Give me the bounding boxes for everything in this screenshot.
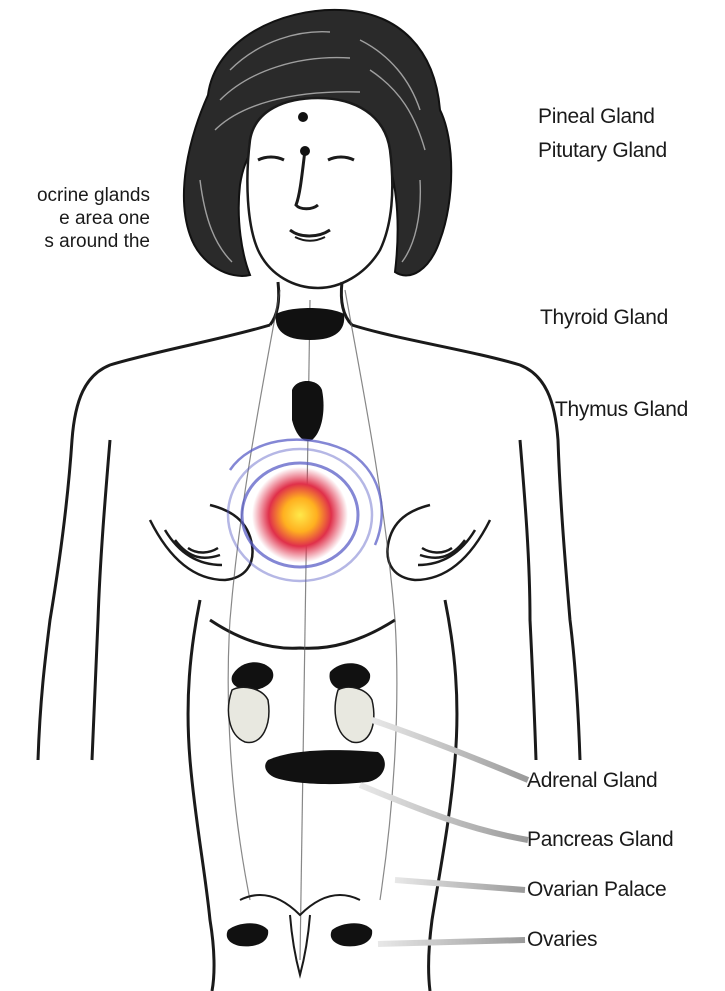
heart-glow [252,467,348,563]
pituitary-dot [300,146,310,156]
caption-text: ocrine glands e area one s around the [0,184,150,253]
adrenal-right [330,663,371,690]
ovary-left [227,923,268,946]
ovary-right [331,923,372,946]
label-pancreas-gland: Pancreas Gland [527,828,673,852]
pancreas-shape [265,750,385,784]
label-thyroid-gland: Thyroid Gland [540,306,668,330]
label-pineal-gland: Pineal Gland [538,105,655,129]
thymus-shape [292,381,324,441]
caption-line-2: e area one [0,207,150,230]
label-ovarian-palace: Ovarian Palace [527,878,666,902]
label-ovaries: Ovaries [527,928,597,952]
label-thymus-gland: Thymus Gland [555,398,688,422]
pineal-dot [298,112,308,122]
kidney-shapes [228,687,373,742]
label-adrenal-gland: Adrenal Gland [527,769,657,793]
face [247,98,392,288]
thyroid-shape [276,308,344,340]
caption-line-1: ocrine glands [0,184,150,207]
caption-line-3: s around the [0,230,150,253]
label-pituitary-gland: Pitutary Gland [538,139,667,163]
adrenal-left [232,662,274,690]
